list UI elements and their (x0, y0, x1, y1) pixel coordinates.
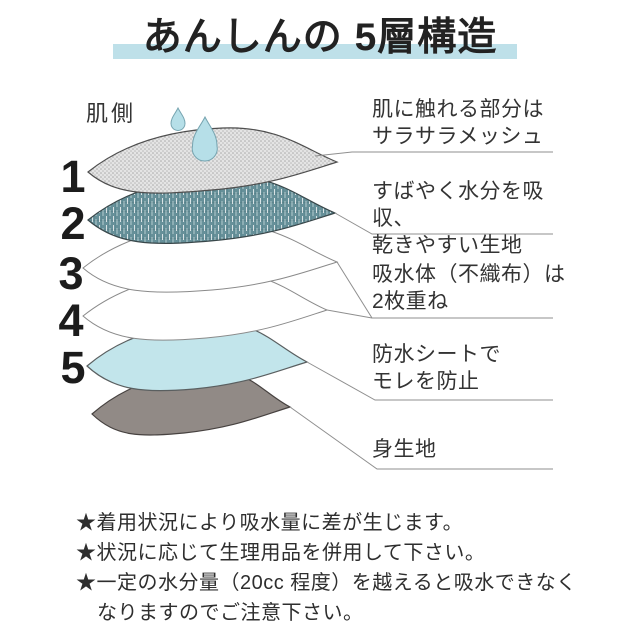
caution-notes: ★着用状況により吸水量に差が生じます。 ★状況に応じて生理用品を併用して下さい。… (76, 508, 606, 628)
callout-mesh-line-1: 肌に触れる部分は (372, 98, 544, 121)
leader-line-layer-5 (306, 361, 553, 401)
leader-line-layer-2 (334, 212, 553, 235)
callout-quick-dry-line-1: すばやく水分を吸収、 (372, 180, 544, 230)
callout-body-fabric-line-1: 身生地 (372, 438, 437, 461)
callout-quick-dry-line-2: 乾きやすい生地 (372, 234, 523, 257)
droplet-large-icon (191, 115, 218, 162)
note-line: ★状況に応じて生理用品を併用して下さい。 (76, 542, 486, 564)
droplet-small-icon (170, 106, 186, 131)
note-line: ★一定の水分量（20cc 程度）を越えると吸水できなく (76, 572, 577, 594)
skin-side-label: 肌側 (86, 101, 137, 126)
callout-absorbent-line-1: 吸水体（不織布）は (372, 263, 566, 286)
leader-lines (289, 151, 553, 470)
callout-waterproof-line-2: モレを防止 (372, 370, 480, 393)
callout-absorbent: 吸水体（不織布）は 2枚重ね (372, 261, 572, 315)
callout-mesh: 肌に触れる部分は サラサラメッシュ (372, 96, 572, 150)
title-highlight-bar (113, 44, 517, 59)
layer-number-5: 5 (60, 342, 85, 393)
leader-line-layer-4 (326, 309, 373, 319)
callout-quick-dry: すばやく水分を吸収、 乾きやすい生地 (372, 178, 572, 259)
note-line: なりますのでご注意下さい。 (97, 602, 364, 624)
callout-mesh-line-2: サラサラメッシュ (372, 125, 544, 148)
layer-number-4: 4 (58, 295, 83, 346)
callout-waterproof-line-1: 防水シートで (372, 343, 501, 366)
leader-line-layer-6 (289, 406, 553, 470)
layer-1-mesh-sheet (87, 127, 339, 194)
callout-absorbent-line-2: 2枚重ね (372, 290, 449, 313)
leader-line-layer-1 (314, 151, 553, 157)
callout-body-fabric: 身生地 (372, 436, 572, 463)
layer-number-2: 2 (60, 198, 85, 249)
layer-number-1: 1 (60, 151, 85, 202)
layer-number-3: 3 (58, 248, 83, 299)
note-line: ★着用状況により吸水量に差が生じます。 (76, 512, 464, 534)
callout-waterproof: 防水シートで モレを防止 (372, 341, 572, 395)
page-title: あんしんの 5層構造 (142, 16, 498, 59)
